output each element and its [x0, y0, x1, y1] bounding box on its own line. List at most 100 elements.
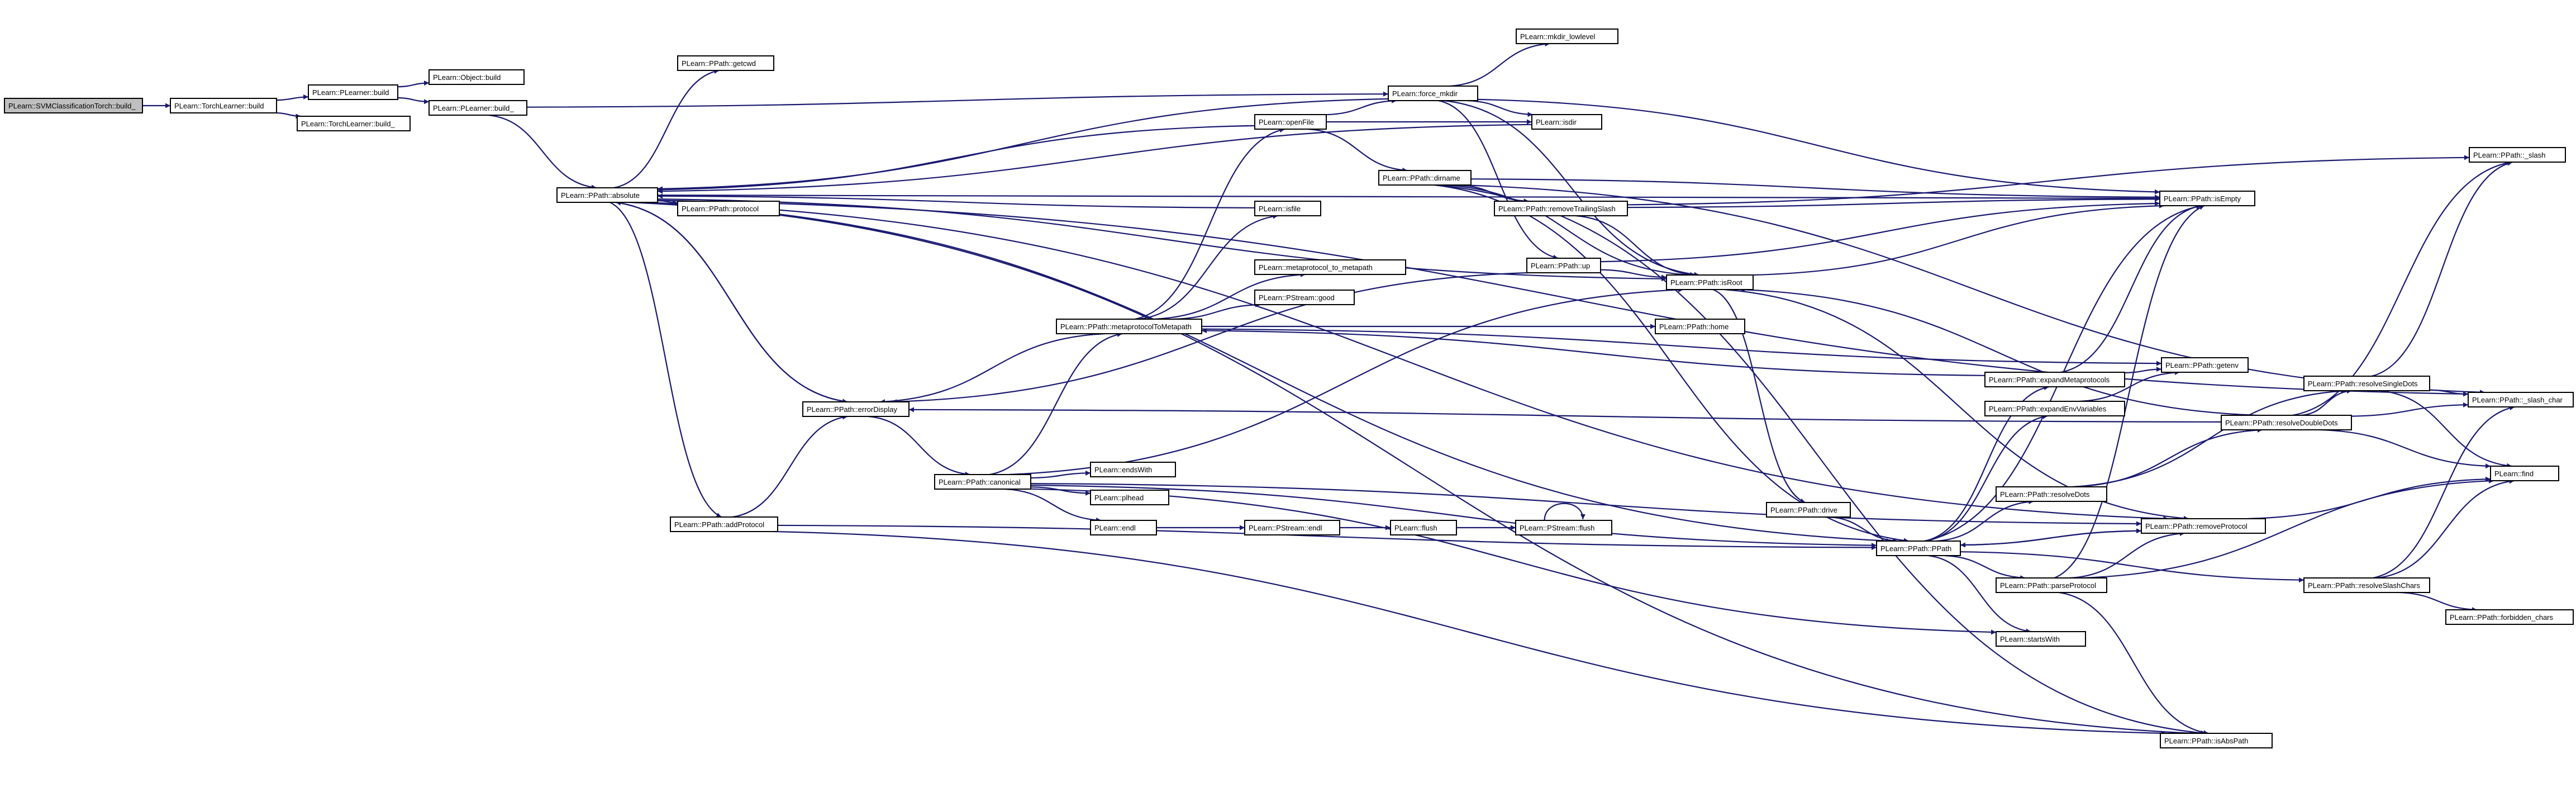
edge-pstream-flush-to-pstream-flush [1544, 502, 1585, 521]
node-label: PLearn::startsWith [2000, 635, 2060, 643]
node-pstream-flush[interactable]: PLearn::PStream::flush [1515, 520, 1612, 535]
node-canonical[interactable]: PLearn::PPath::canonical [934, 474, 1031, 490]
edge-up-to-errorDisplay [892, 272, 1528, 405]
node-errorDisplay[interactable]: PLearn::PPath::errorDisplay [802, 401, 910, 417]
edge-pl-build-to-pl-build- [397, 97, 430, 105]
node-endl[interactable]: PLearn::endl [1090, 520, 1157, 535]
edge-resolveDoubleDots-to--slash [2292, 160, 2512, 416]
node-endsWith[interactable]: PLearn::endsWith [1090, 462, 1176, 477]
node-parseProtocol[interactable]: PLearn::PPath::parseProtocol [1996, 577, 2107, 593]
node-find[interactable]: PLearn::find [2490, 466, 2559, 481]
node-getenv[interactable]: PLearn::PPath::getenv [2161, 357, 2249, 373]
node-protocol[interactable]: PLearn::PPath::protocol [677, 201, 780, 216]
node-removeProtocol[interactable]: PLearn::PPath::removeProtocol [2141, 518, 2266, 534]
node-expandEnvVariables[interactable]: PLearn::PPath::expandEnvVariables [1984, 401, 2125, 416]
node-label: PLearn::PPath::resolveSingleDots [2308, 380, 2418, 388]
node-obj-build[interactable]: PLearn::Object::build [428, 69, 525, 85]
node-box [2161, 357, 2249, 373]
node-pstream-endl[interactable]: PLearn::PStream::endl [1244, 520, 1340, 535]
node-pathead[interactable]: PLearn::plhead [1090, 490, 1169, 505]
node-box [2159, 191, 2255, 206]
edge-resolveSingleDots-to--slash-char [2429, 389, 2469, 397]
edge-absolute-to-isAbsPath [628, 201, 2195, 736]
node-getcwd[interactable]: PLearn::PPath::getcwd [677, 55, 774, 71]
edge-m2m-to-pstream-good [1173, 302, 1261, 320]
node-ppath[interactable]: PLearn::PPath::PPath [1876, 541, 1961, 556]
node-dirname[interactable]: PLearn::PPath::dirname [1378, 170, 1472, 186]
node-addProtocol[interactable]: PLearn::PPath::addProtocol [670, 516, 778, 532]
node-label: PLearn::TorchLearner::build [174, 102, 264, 110]
edge-expandMetaprotocols-to-m2m [1201, 328, 1985, 376]
edge-removeTrailingSlash-to-isRoot [1575, 215, 1696, 277]
node-isRoot[interactable]: PLearn::PPath::isRoot [1666, 274, 1754, 290]
node-removeTrailingSlash[interactable]: PLearn::PPath::removeTrailingSlash [1494, 201, 1628, 216]
node-label: PLearn::PStream::flush [1520, 524, 1594, 532]
node-label: PLearn::endsWith [1094, 466, 1152, 474]
node-label: PLearn::PPath::resolveDoubleDots [2225, 419, 2338, 427]
node-absolute[interactable]: PLearn::PPath::absolute [556, 187, 658, 203]
edge-absolute-to-isRoot [657, 198, 1667, 282]
node-isfile[interactable]: PLearn::isfile [1254, 201, 1321, 216]
node-mkdir-lowlevel[interactable]: PLearn::mkdir_lowlevel [1516, 29, 1618, 44]
node-box [428, 100, 527, 116]
node--slash[interactable]: PLearn::PPath::_slash [2469, 147, 2566, 163]
node-resolveSingleDots[interactable]: PLearn::PPath::resolveSingleDots [2303, 376, 2430, 391]
node-label: PLearn::force_mkdir [1392, 89, 1458, 98]
node-drive[interactable]: PLearn::PPath::drive [1766, 502, 1851, 518]
edge-addProtocol-to-errorDisplay [732, 414, 848, 518]
node-box [1378, 170, 1472, 186]
node-box [1090, 520, 1157, 535]
node-label: PLearn::PPath::absolute [561, 191, 640, 200]
node-pstream-good[interactable]: PLearn::PStream::good [1254, 290, 1355, 305]
node-isdir[interactable]: PLearn::isdir [1531, 114, 1602, 130]
edge-absolute-to-removeProtocol [642, 201, 2169, 521]
node-label: PLearn::PPath::errorDisplay [807, 405, 897, 414]
node-flush[interactable]: PLearn::flush [1390, 520, 1457, 535]
node-tl-build[interactable]: PLearn::TorchLearner::build [170, 98, 277, 113]
node-resolveDoubleDots[interactable]: PLearn::PPath::resolveDoubleDots [2221, 415, 2352, 430]
nodes-layer: PLearn::SVMClassificationTorch::build_PL… [4, 29, 2574, 748]
edge-up-to-isRoot [1600, 269, 1667, 280]
node--slash-char[interactable]: PLearn::PPath::_slash_char [2468, 392, 2574, 407]
node-box [2490, 466, 2559, 481]
node-startsWith[interactable]: PLearn::startsWith [1996, 631, 2086, 647]
node-home[interactable]: PLearn::PPath::home [1655, 319, 1745, 334]
edge-canonical-to-isRoot [1009, 287, 1684, 476]
node-expandMetaprotocols[interactable]: PLearn::PPath::expandMetaprotocols [1984, 372, 2125, 387]
node-box [1666, 274, 1754, 290]
node-box [2303, 577, 2430, 593]
node-box [308, 84, 398, 100]
node-openFile[interactable]: PLearn::openFile [1254, 114, 1327, 130]
node-svm-build-[interactable]: PLearn::SVMClassificationTorch::build_ [4, 98, 143, 113]
edge-force-mkdir-to-isdir [1466, 99, 1533, 117]
edge-pl-build--to-force-mkdir [526, 91, 1389, 108]
edge-dirname-to--slash-char [1460, 184, 2485, 395]
node-label: PLearn::PPath::getenv [2165, 361, 2239, 369]
node-box [297, 116, 411, 131]
node-label: PLearn::PPath::PPath [1880, 544, 1951, 553]
node-isAbsPath[interactable]: PLearn::PPath::isAbsPath [2160, 733, 2273, 748]
edge-resolveSlashChars-to-find [2377, 478, 2515, 579]
node-label: PLearn::PStream::good [1259, 293, 1335, 302]
node-isEmpty[interactable]: PLearn::PPath::isEmpty [2159, 191, 2255, 206]
node-resolveDots[interactable]: PLearn::PPath::resolveDots [1996, 486, 2107, 502]
edge-resolveDoubleDots-to--slash-char [2351, 402, 2469, 417]
node-box [2141, 518, 2266, 534]
edge-resolveDoubleDots-to-find [2320, 429, 2491, 469]
node-pl-build-[interactable]: PLearn::PLearner::build_ [428, 100, 527, 116]
node-resolveSlashChars[interactable]: PLearn::PPath::resolveSlashChars [2303, 577, 2430, 593]
edge-absolute-to-addProtocol [610, 201, 722, 518]
node-force-mkdir[interactable]: PLearn::force_mkdir [1388, 86, 1478, 101]
node-mp-to-mp[interactable]: PLearn::metaprotocol_to_metapath [1254, 259, 1406, 275]
edge-expandEnvVariables-to-getenv [2079, 369, 2180, 402]
node-m2m[interactable]: PLearn::PPath::metaprotocolToMetapath [1056, 319, 1202, 334]
node-pl-build[interactable]: PLearn::PLearner::build [308, 84, 398, 100]
edge-absolute-to-ppath [634, 201, 1892, 544]
edge-resolveDots-to-resolveSingleDots [2072, 388, 2346, 488]
node-forbidden-chars[interactable]: PLearn::PPath::forbidden_chars [2445, 609, 2574, 625]
edge-force-mkdir-to-mkdir-lowlevel [1450, 41, 1550, 87]
node-label: PLearn::PPath::isEmpty [2164, 195, 2241, 203]
node-up[interactable]: PLearn::PPath::up [1526, 258, 1601, 273]
node-tl-build-[interactable]: PLearn::TorchLearner::build_ [297, 116, 411, 131]
